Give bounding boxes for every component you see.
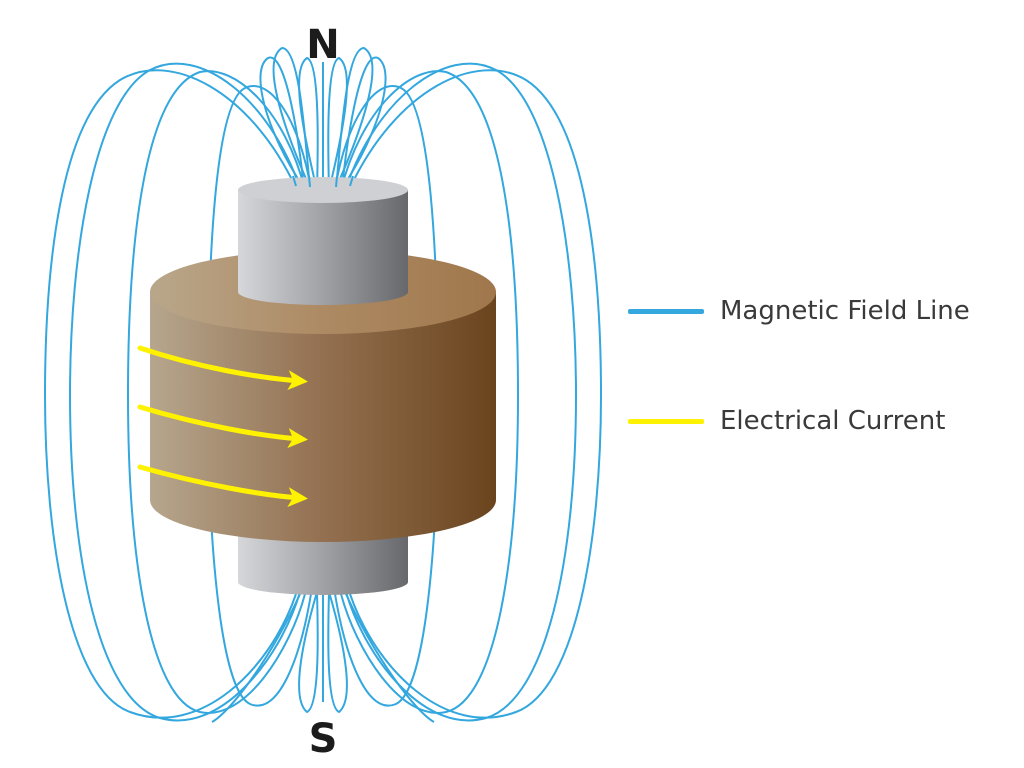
field-line-inner-left-bottom (298, 591, 319, 714)
current-arrow-3 (137, 464, 308, 508)
field-line-stubs (292, 175, 354, 188)
current-arrows (137, 345, 308, 508)
legend-item-magnetic-field: Magnetic Field Line (628, 288, 1018, 334)
legend-item-electrical-current: Electrical Current (628, 398, 1018, 444)
field-line-outer-left-1 (68, 62, 301, 722)
field-line-outer-left-2 (126, 70, 306, 714)
north-pole-label: N (306, 22, 339, 68)
field-line-outer-right-2 (340, 70, 520, 714)
legend: Magnetic Field Line Electrical Current (628, 288, 1018, 508)
current-arrow-1 (137, 345, 308, 391)
field-line-bottom-right-extra (345, 593, 435, 723)
legend-swatch-field-line (628, 308, 704, 314)
current-arrow-2 (137, 404, 308, 449)
legend-label-field-line: Magnetic Field Line (720, 296, 970, 326)
legend-label-current: Electrical Current (720, 406, 946, 436)
field-line-bottom-left-extra (211, 593, 301, 723)
core-top (238, 177, 408, 305)
field-line-loop-left-1 (272, 46, 311, 189)
legend-swatch-current (628, 418, 704, 424)
south-pole-label: S (309, 716, 338, 762)
field-line-inner-right-bottom (327, 591, 348, 714)
field-line-outer-right-3 (349, 69, 603, 719)
field-line-loop-right-1 (335, 46, 374, 189)
field-line-outer-right-1 (345, 62, 578, 722)
field-line-outer-left-3 (43, 69, 297, 719)
